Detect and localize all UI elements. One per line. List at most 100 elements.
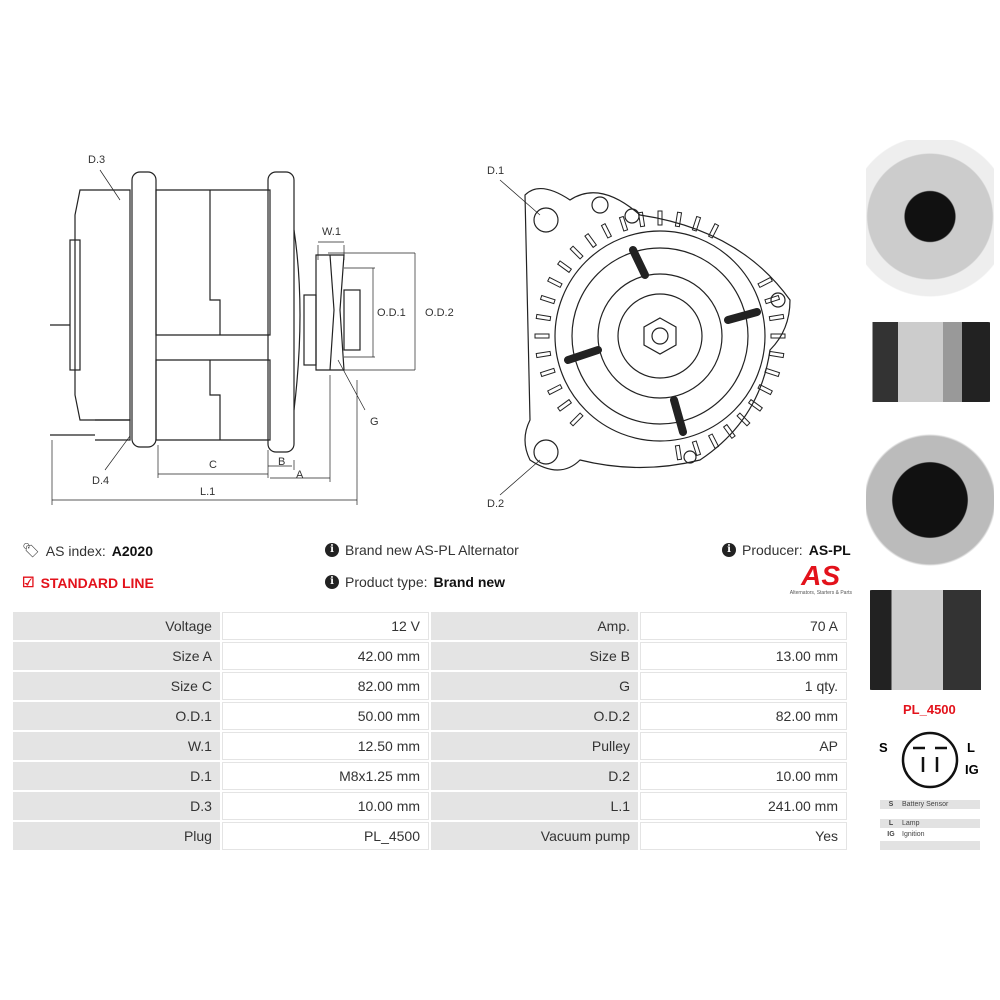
producer-label: Producer: xyxy=(742,542,803,558)
spec-label: Size B xyxy=(431,642,639,670)
vent-slot xyxy=(722,423,736,440)
vent-slot xyxy=(674,444,683,461)
vent-slot xyxy=(736,412,751,427)
vent-slot xyxy=(764,367,781,378)
vent-slot xyxy=(637,211,646,228)
vent-slot xyxy=(618,215,629,232)
spec-label: D.1 xyxy=(13,762,220,790)
vent-slot xyxy=(747,398,764,412)
spec-value: 12.50 mm xyxy=(221,732,430,760)
vent-slot xyxy=(534,333,550,339)
label-d2: D.2 xyxy=(487,498,504,510)
spec-value: 82.00 mm xyxy=(640,702,847,730)
front-view-diagram: D.1 D.2 xyxy=(487,165,791,510)
as-index: 🏷AS index:A2020 xyxy=(22,542,153,559)
pin-code: IG xyxy=(887,831,895,838)
vent-slot xyxy=(539,294,556,305)
pin-code: L xyxy=(888,820,894,827)
label-b: B xyxy=(278,456,285,468)
vent-slot xyxy=(535,313,552,322)
logo-tagline: Alternators, Starters & Parts xyxy=(789,590,852,596)
spec-value: 12 V xyxy=(221,612,430,640)
plug-label-ig: IG xyxy=(965,762,979,777)
label-od1: O.D.1 xyxy=(377,307,406,319)
standard-line-badge: ☑ STANDARD LINE xyxy=(22,574,154,591)
spec-value: AP xyxy=(640,732,847,760)
spec-label: Voltage xyxy=(13,612,220,640)
plug-connector-icon: S L IG xyxy=(879,731,979,789)
vent-slot xyxy=(584,232,598,249)
label-l1: L.1 xyxy=(200,486,215,498)
label-a: A xyxy=(296,469,304,481)
label-d1: D.1 xyxy=(487,165,504,177)
pin-row-empty xyxy=(880,841,980,850)
spec-label: W.1 xyxy=(13,732,220,760)
spec-label: Size C xyxy=(13,672,220,700)
spec-value: Yes xyxy=(640,822,847,850)
info-icon: i xyxy=(325,543,339,557)
product-photo-rear xyxy=(866,415,994,585)
as-logo: AS Alternators, Starters & Parts xyxy=(760,560,852,597)
vent-slot xyxy=(600,223,613,239)
vent-slot xyxy=(757,276,773,289)
plug-label-s: S xyxy=(879,740,888,755)
tags-icon: 🏷 xyxy=(22,542,40,558)
label-d3: D.3 xyxy=(88,154,105,166)
logo-text: AS xyxy=(801,560,840,591)
product-photo-angle xyxy=(866,590,994,690)
description-text: Brand new AS-PL Alternator xyxy=(345,542,519,558)
vent-slot xyxy=(539,367,556,378)
spec-value: 10.00 mm xyxy=(640,762,847,790)
spec-value: 42.00 mm xyxy=(221,642,430,670)
spec-value: 241.00 mm xyxy=(640,792,847,820)
spec-label: Vacuum pump xyxy=(431,822,639,850)
description: i Brand new AS-PL Alternator xyxy=(325,542,519,558)
vent-slot xyxy=(547,276,563,289)
vent-slot xyxy=(691,440,702,457)
label-w1: W.1 xyxy=(322,226,341,238)
label-g: G xyxy=(370,416,379,428)
product-type-value: Brand new xyxy=(433,574,506,590)
spec-value: PL_4500 xyxy=(221,822,430,850)
vent-slot xyxy=(547,383,563,396)
vent-slot xyxy=(707,223,720,239)
vent-slot xyxy=(569,245,584,260)
spec-value: 50.00 mm xyxy=(221,702,430,730)
vent-slot xyxy=(535,350,552,359)
spec-label: G xyxy=(431,672,639,700)
vent-slot xyxy=(770,333,786,339)
spec-label: Pulley xyxy=(431,732,639,760)
spec-label: Size A xyxy=(13,642,220,670)
label-c: C xyxy=(209,459,217,471)
vent-slot xyxy=(657,210,663,226)
vent-slot xyxy=(764,294,781,305)
vent-slot xyxy=(556,398,573,412)
vent-slot xyxy=(556,260,573,274)
product-photo-front xyxy=(866,140,994,310)
vent-slot xyxy=(674,211,683,228)
pin-code: S xyxy=(888,801,894,808)
label-d4: D.4 xyxy=(92,475,109,487)
spec-value: 10.00 mm xyxy=(221,792,430,820)
standard-line-label: STANDARD LINE xyxy=(40,574,154,591)
spec-label: O.D.2 xyxy=(431,702,639,730)
plug-name: PL_4500 xyxy=(903,702,956,717)
producer-value: AS-PL xyxy=(808,542,851,558)
side-view-diagram: D.3 D.4 W.1 O.D.1 O.D.2 G C B A L.1 xyxy=(50,154,454,505)
spec-label: D.2 xyxy=(431,762,639,790)
spec-value: 1 qty. xyxy=(640,672,847,700)
plug-label-l: L xyxy=(967,740,975,755)
checkbox-icon: ☑ xyxy=(22,574,35,590)
